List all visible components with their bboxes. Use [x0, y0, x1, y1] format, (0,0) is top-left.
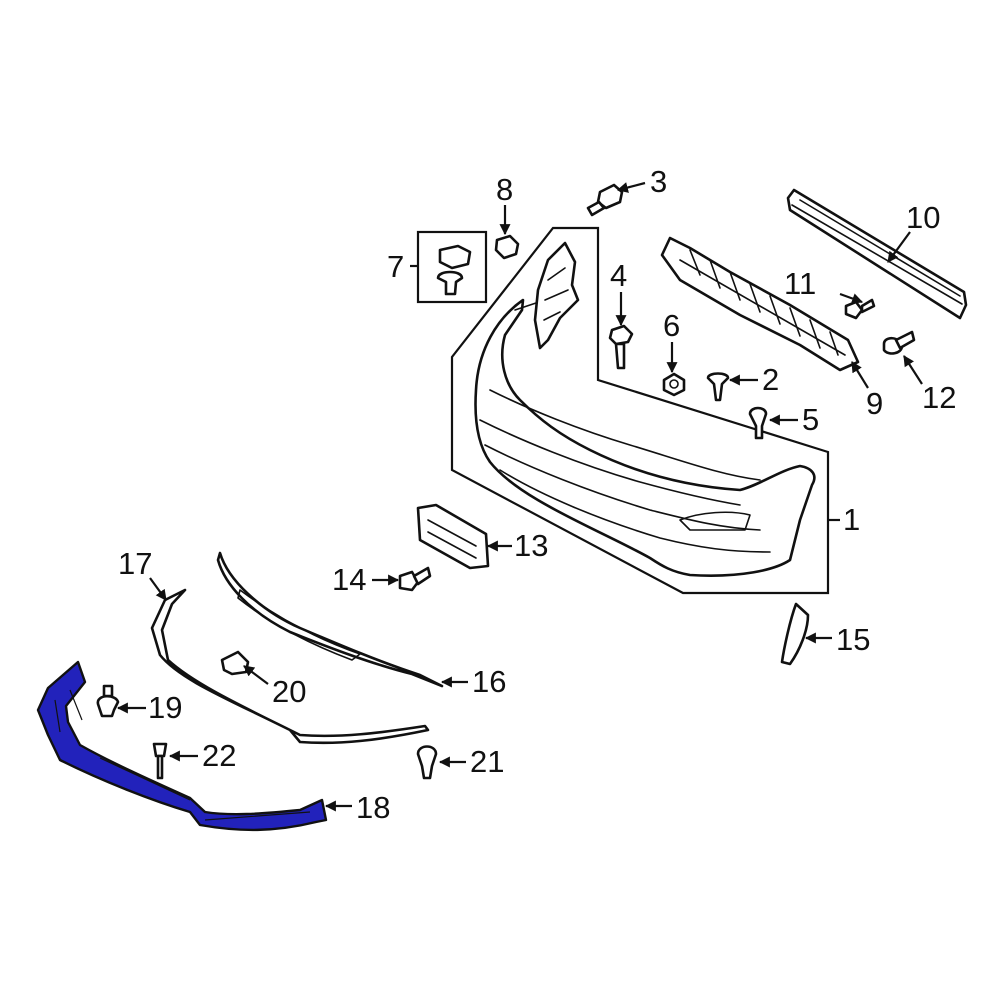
nut-clip-20[interactable]: [220, 650, 250, 676]
callout-12: 12: [922, 380, 956, 415]
callout-16: 16: [472, 664, 506, 699]
callout-1: 1: [843, 502, 860, 537]
callout-5: 5: [802, 402, 819, 437]
callout-20: 20: [272, 674, 306, 709]
callout-7: 7: [387, 249, 404, 284]
callout-19: 19: [148, 690, 182, 725]
push-pin-5[interactable]: [748, 406, 768, 440]
callout-15: 15: [836, 622, 870, 657]
lower-spoiler-18[interactable]: [36, 660, 328, 832]
lower-valance-17[interactable]: [150, 588, 430, 745]
nut-6[interactable]: [662, 372, 686, 397]
callout-22: 22: [202, 738, 236, 773]
callout-13: 13: [514, 528, 548, 563]
callout-17: 17: [118, 546, 152, 581]
callout-21: 21: [470, 744, 504, 779]
callout-14: 14: [332, 562, 366, 597]
callout-10: 10: [906, 200, 940, 235]
bumper-side-bracket[interactable]: [533, 241, 580, 350]
screw-2[interactable]: [706, 372, 730, 402]
side-trim-15[interactable]: [780, 602, 810, 666]
bumper-reinforcement-bar[interactable]: [786, 188, 968, 320]
rivet-22[interactable]: [152, 742, 168, 780]
callout-18: 18: [356, 790, 390, 825]
bolt-3[interactable]: [586, 183, 624, 217]
energy-absorber[interactable]: [660, 236, 860, 372]
lower-grille-strip[interactable]: [216, 551, 444, 688]
clip-kit-parts[interactable]: [436, 244, 472, 296]
callout-numbers: 1 2 3 4 5 6 7 8 9 10 11 12 13 14 15 16 1…: [118, 164, 956, 825]
clip-8[interactable]: [494, 234, 520, 260]
callout-2: 2: [762, 362, 779, 397]
callout-9: 9: [866, 386, 883, 421]
leader-lines: [116, 181, 923, 812]
bolt-4[interactable]: [608, 324, 634, 370]
bolt-12[interactable]: [882, 330, 916, 355]
callout-3: 3: [650, 164, 667, 199]
callout-6: 6: [663, 308, 680, 343]
clip-19[interactable]: [96, 684, 120, 718]
callout-8: 8: [496, 172, 513, 207]
bumper-cover[interactable]: [474, 298, 816, 577]
bolt-11[interactable]: [844, 298, 876, 320]
callout-11: 11: [784, 266, 816, 301]
bolt-14[interactable]: [398, 566, 432, 592]
push-pin-21[interactable]: [416, 745, 438, 780]
callout-4: 4: [610, 258, 627, 293]
license-plate-bracket[interactable]: [416, 503, 490, 570]
bumper-cover-group-outline: [450, 226, 830, 595]
